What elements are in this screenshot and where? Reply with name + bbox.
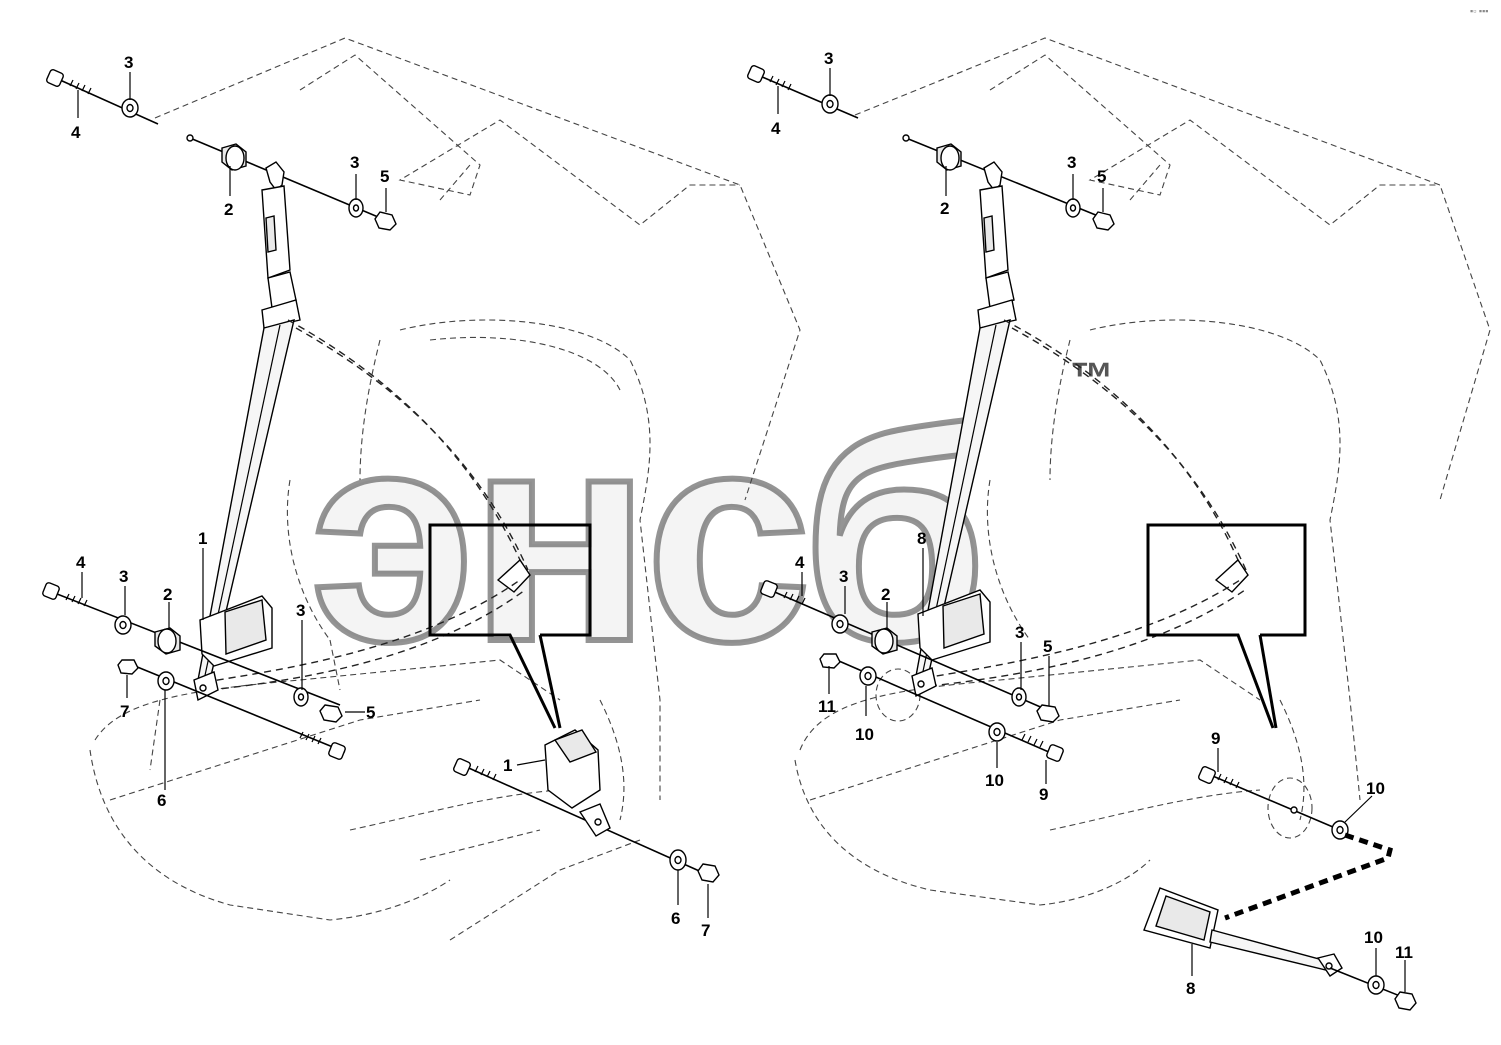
left-top-bolt — [46, 69, 159, 125]
right-shoulder-belt — [915, 161, 1249, 687]
label-washer: 3 — [824, 49, 833, 68]
label-bolt-long: 9 — [1039, 785, 1048, 804]
right-buckle — [1143, 887, 1417, 1011]
label-spacer: 2 — [940, 199, 949, 218]
label-washer-large: 6 — [671, 909, 680, 928]
left-seat-outline — [89, 37, 801, 941]
left-retractor-housing — [193, 595, 273, 702]
right-part-labels: 3 4 2 3 5 8 4 3 2 3 5 11 10 10 9 9 10 8 … — [771, 49, 1413, 998]
label-nut-small: 7 — [701, 921, 710, 940]
left-floor-retractor — [453, 729, 720, 883]
label-belt-retractor: 1 — [503, 756, 512, 775]
label-nut-small: 7 — [120, 702, 129, 721]
right-lower-bolt-line — [760, 580, 1060, 723]
label-nut-small: 11 — [818, 697, 836, 716]
label-bolt: 4 — [795, 553, 805, 572]
right-belt-assembly: 3 4 2 3 5 8 4 3 2 3 5 11 10 10 9 9 10 8 … — [747, 49, 1417, 1011]
label-buckle: 8 — [1186, 979, 1195, 998]
label-washer: 3 — [839, 567, 848, 586]
label-bolt-long: 9 — [1211, 729, 1220, 748]
watermark-text: энсб — [310, 368, 981, 704]
label-washer: 3 — [350, 153, 359, 172]
label-washer-large: 10 — [1366, 779, 1385, 798]
corner-mark: ▪▫ ▪▪▪ — [1470, 6, 1488, 16]
left-leader-lines — [77, 72, 709, 918]
label-spacer: 2 — [163, 585, 172, 604]
label-washer-large: 10 — [855, 725, 874, 744]
label-washer: 3 — [124, 53, 133, 72]
label-nut: 5 — [1097, 167, 1106, 186]
label-belt-retractor: 1 — [198, 529, 207, 548]
right-upper-anchor-hardware — [902, 134, 1115, 231]
label-spacer: 2 — [224, 200, 233, 219]
right-buckle-anchor-line — [1198, 766, 1393, 921]
label-washer: 3 — [1067, 153, 1076, 172]
label-bolt: 4 — [76, 553, 86, 572]
right-seat-outline — [794, 37, 1491, 906]
left-upper-anchor-hardware — [186, 134, 397, 231]
left-detail-callout — [428, 523, 592, 729]
right-top-bolt — [747, 65, 859, 119]
label-belt-assembly: 8 — [917, 529, 926, 548]
label-washer-large: 6 — [157, 791, 166, 810]
label-washer-large: 10 — [985, 771, 1004, 790]
label-nut: 5 — [380, 167, 389, 186]
label-nut-small: 11 — [1395, 943, 1413, 962]
right-retractor-housing — [911, 589, 991, 698]
right-detail-callout — [1146, 523, 1307, 729]
label-washer-large: 10 — [1364, 928, 1383, 947]
label-bolt: 4 — [71, 123, 81, 142]
label-washer: 3 — [119, 567, 128, 586]
watermark-trademark: ™ — [1070, 354, 1114, 403]
right-leader-lines — [777, 68, 1406, 992]
left-part-labels: 3 4 2 3 5 1 4 3 2 3 5 7 6 1 6 7 — [71, 53, 710, 940]
label-spacer: 2 — [881, 585, 890, 604]
left-lower-bolt-line — [42, 582, 343, 723]
label-nut: 5 — [366, 703, 375, 722]
label-nut: 5 — [1043, 637, 1052, 656]
label-washer: 3 — [1015, 623, 1024, 642]
label-washer: 3 — [296, 601, 305, 620]
left-belt-assembly: 3 4 2 3 5 1 4 3 2 3 5 7 6 1 6 7 — [42, 53, 720, 940]
left-lower-anchor-line — [117, 659, 346, 760]
right-lower-anchor-line — [819, 653, 1064, 762]
label-bolt: 4 — [771, 119, 781, 138]
